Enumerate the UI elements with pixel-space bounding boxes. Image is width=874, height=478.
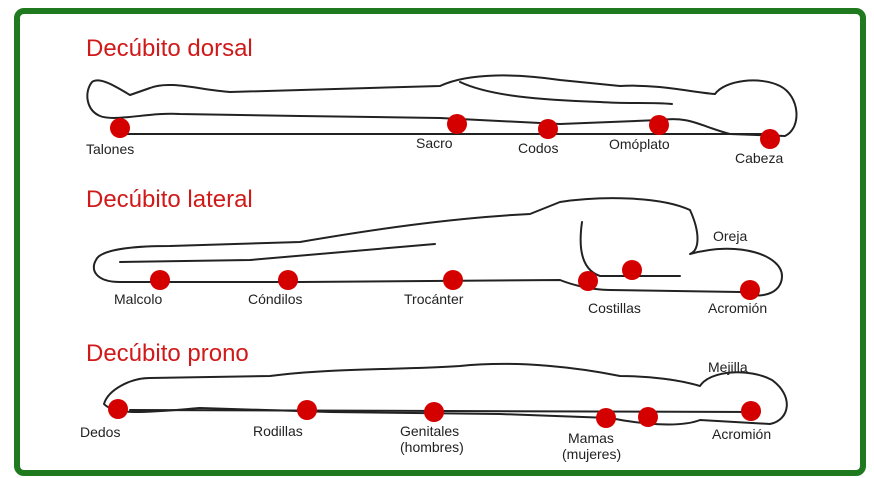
label-mamas: Mamas (568, 430, 614, 446)
pressure-dot-cabeza (760, 129, 780, 149)
pressure-dot-acromion-lateral (740, 280, 760, 300)
label-talones: Talones (86, 141, 134, 157)
label-codos: Codos (518, 140, 558, 156)
label-sacro: Sacro (416, 135, 453, 151)
label-omoplato: Omóplato (609, 136, 670, 152)
label-mamas-sub: (mujeres) (562, 446, 621, 462)
pressure-dot-sacro (447, 114, 467, 134)
pressure-dot-malcolo (150, 270, 170, 290)
label-oreja: Oreja (713, 228, 747, 244)
pressure-dot-rodillas (297, 400, 317, 420)
pressure-dot-condilos (278, 270, 298, 290)
pressure-dot-mamas-2 (638, 407, 658, 427)
pressure-dot-genitales (424, 402, 444, 422)
section-title-dorsal: Decúbito dorsal (86, 35, 253, 63)
label-genitales-sub: (hombres) (400, 439, 464, 455)
label-acromion-prono: Acromión (712, 426, 771, 442)
label-acromion-lateral: Acromión (708, 300, 767, 316)
pressure-dot-oreja (622, 260, 642, 280)
label-malcolo: Malcolo (114, 291, 162, 307)
pressure-dot-trocanter (443, 270, 463, 290)
section-title-prono: Decúbito prono (86, 340, 249, 368)
label-costillas: Costillas (588, 300, 641, 316)
prono-baseline (130, 410, 760, 412)
pressure-dot-costillas (578, 271, 598, 291)
pressure-dot-mamas-1 (596, 408, 616, 428)
label-cabeza: Cabeza (735, 150, 783, 166)
pressure-dot-dedos (108, 399, 128, 419)
label-trocanter: Trocánter (404, 291, 463, 307)
label-mejilla: Mejilla (708, 359, 748, 375)
label-rodillas: Rodillas (253, 423, 303, 439)
label-condilos: Cóndilos (248, 291, 302, 307)
section-title-lateral: Decúbito lateral (86, 186, 253, 214)
prono-body-outline (104, 364, 787, 425)
label-genitales: Genitales (400, 423, 459, 439)
dorsal-body-outline (87, 75, 796, 136)
pressure-dot-codos (538, 119, 558, 139)
pressure-dot-talones (110, 118, 130, 138)
pressure-dot-omoplato (649, 115, 669, 135)
label-dedos: Dedos (80, 424, 120, 440)
pressure-dot-acromion-prono (741, 401, 761, 421)
